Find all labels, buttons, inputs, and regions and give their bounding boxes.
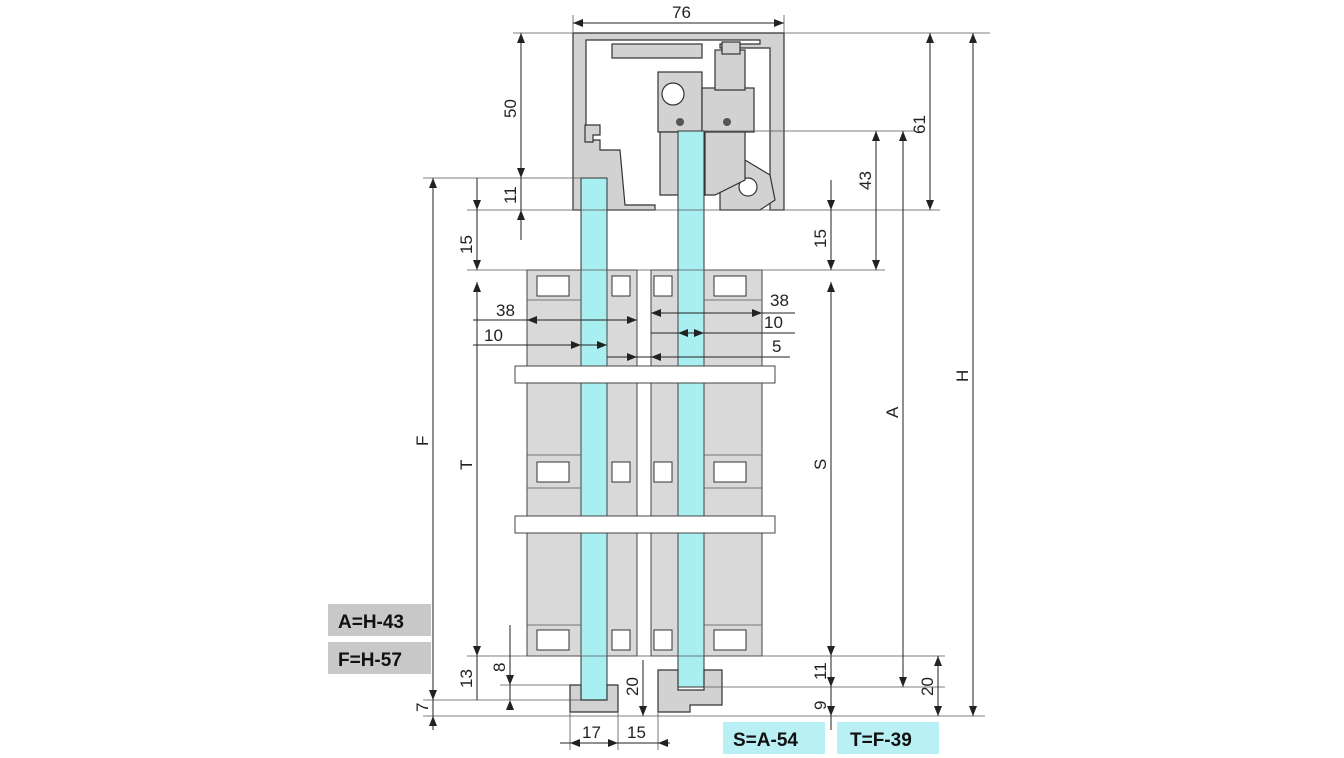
dim-H: H — [953, 370, 972, 382]
dim-15-bottom: 15 — [627, 723, 646, 742]
dim-A: A — [883, 406, 902, 418]
dim-20-left: 20 — [623, 677, 642, 696]
dim-10-right: 10 — [764, 313, 783, 332]
formula-a-box — [328, 604, 431, 636]
roller-carriage — [657, 41, 755, 196]
bottom-guide — [569, 669, 723, 713]
dim-61: 61 — [910, 115, 929, 134]
glass-pane-right — [677, 130, 705, 688]
dim-15-left: 15 — [457, 235, 476, 254]
dim-F: F — [413, 436, 432, 446]
dimension-labels: 76 50 11 15 61 43 15 38 10 38 10 5 F T S… — [413, 3, 972, 742]
door-frame-profiles — [514, 269, 776, 657]
glass-pane-left — [580, 177, 608, 701]
dim-11-top: 11 — [501, 186, 520, 204]
dim-5: 5 — [772, 337, 781, 356]
formula-a: A=H-43 — [338, 612, 404, 633]
dim-76: 76 — [672, 3, 691, 22]
dim-50: 50 — [501, 99, 520, 118]
dim-10-left: 10 — [484, 326, 503, 345]
dimension-lines — [429, 19, 977, 747]
dim-17: 17 — [582, 723, 601, 742]
dim-15-right: 15 — [811, 229, 830, 248]
dim-20-right: 20 — [918, 677, 937, 696]
formula-f-box — [328, 642, 431, 674]
formula-f: F=H-57 — [338, 650, 402, 671]
formula-t: T=F-39 — [850, 730, 912, 751]
dim-38-left: 38 — [496, 301, 515, 320]
extension-lines — [423, 15, 990, 750]
formula-boxes: A=H-43 F=H-57 S=A-54 T=F-39 — [328, 604, 939, 754]
dim-43: 43 — [856, 171, 875, 190]
dim-38-right: 38 — [770, 291, 789, 310]
dim-T: T — [457, 460, 476, 470]
dim-9: 9 — [811, 701, 830, 710]
formula-t-box — [837, 722, 939, 754]
dim-13: 13 — [457, 669, 476, 688]
dim-S: S — [811, 459, 830, 470]
dim-7: 7 — [413, 703, 432, 712]
formula-s: S=A-54 — [733, 730, 798, 751]
formula-s-box — [723, 722, 825, 754]
dim-11-bottom: 11 — [811, 662, 830, 680]
dim-8: 8 — [490, 663, 509, 672]
